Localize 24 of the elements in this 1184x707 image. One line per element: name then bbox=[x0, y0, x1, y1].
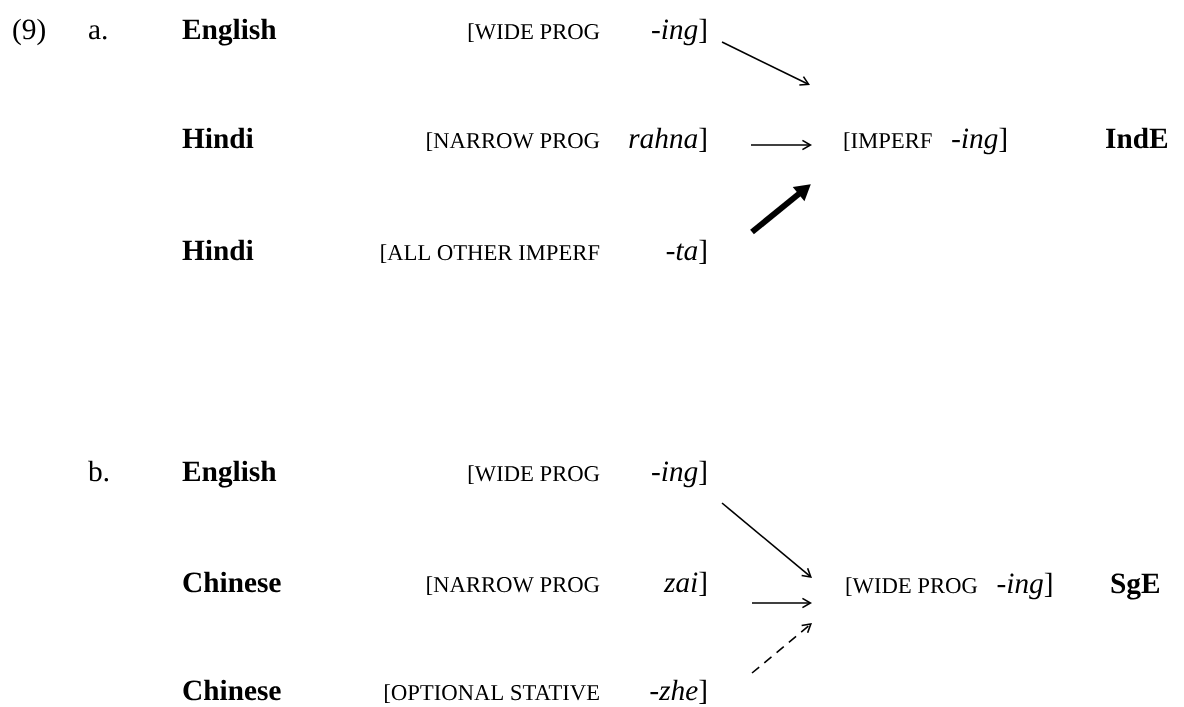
feature-bracket: [ALL OTHER IMPERF -ta] bbox=[381, 239, 706, 264]
feature-bracket: [OPTIONAL STATIVE -zhe] bbox=[385, 679, 706, 704]
arrow bbox=[750, 139, 812, 151]
feature-bracket: [NARROW PROG zai] bbox=[427, 571, 706, 596]
language-name: Chinese bbox=[183, 571, 281, 593]
feature-bracket: [WIDE PROG -ing] bbox=[846, 572, 1052, 600]
feature-bracket: [NARROW PROG rahna] bbox=[427, 127, 706, 152]
feature-bracket: [WIDE PROG -ing] bbox=[468, 460, 706, 488]
item-letter: b. bbox=[88, 460, 109, 482]
language-name: English bbox=[182, 460, 277, 488]
language-name: Hindi bbox=[182, 239, 254, 261]
arrow bbox=[721, 502, 812, 578]
language-name: Hindi bbox=[182, 127, 254, 149]
arrow bbox=[721, 41, 810, 86]
variety-name: IndE bbox=[1106, 127, 1168, 149]
feature-bracket: [WIDE PROG -ing] bbox=[468, 18, 706, 46]
arrow bbox=[751, 597, 812, 609]
feature-bracket: [IMPERF -ing] bbox=[844, 127, 1006, 155]
example-number: (9) bbox=[13, 18, 45, 46]
variety-name: SgE bbox=[1111, 573, 1160, 600]
language-name: English bbox=[182, 18, 277, 46]
item-letter: a. bbox=[89, 25, 107, 40]
arrow bbox=[751, 623, 812, 674]
language-name: Chinese bbox=[183, 679, 281, 701]
